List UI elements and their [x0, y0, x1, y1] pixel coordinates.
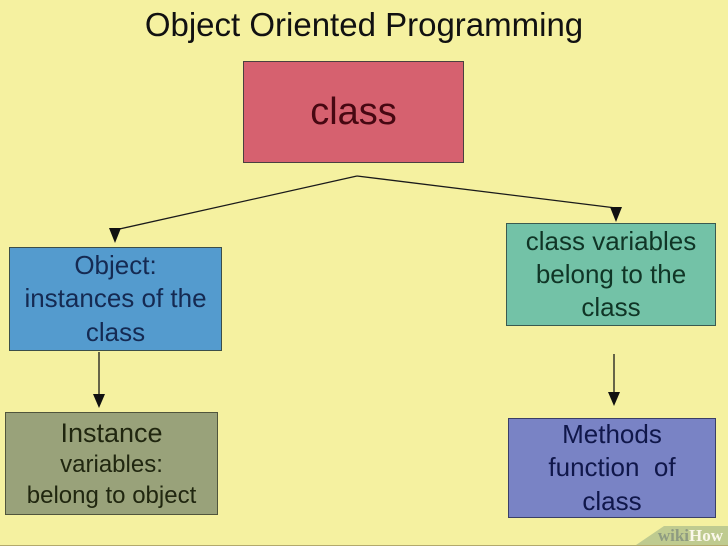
arrow-class-to-class-variables [356, 175, 622, 222]
node-methods-line-1: Methods [562, 419, 662, 450]
arrow-class-to-object [109, 175, 358, 243]
node-object-line-3: class [85, 316, 146, 347]
node-methods: Methods function of class [508, 418, 716, 518]
node-class-label: class [310, 90, 397, 133]
node-methods-line-3: class [582, 485, 642, 516]
node-class-variables-line-2: belong to the [535, 258, 687, 289]
node-methods-line-2: function of [548, 452, 676, 483]
arrow-class-variables-to-methods [608, 354, 620, 406]
node-instance-variables: Instance variables: belong to object [5, 412, 218, 515]
diagram-title: Object Oriented Programming [144, 6, 584, 43]
node-class-variables-line-3: class [581, 292, 641, 323]
node-instance-variables-line-3: belong to object [26, 481, 197, 509]
node-class-variables: class variables belong to the class [506, 223, 716, 326]
node-object: Object: instances of the class [9, 247, 222, 351]
wikihow-wiki-text: wiki [657, 526, 689, 545]
node-class: class [243, 61, 464, 163]
arrow-object-to-instance-variables [93, 352, 105, 408]
node-instance-variables-line-1: Instance [60, 417, 163, 448]
node-instance-variables-line-2: variables: [60, 451, 163, 479]
wikihow-how-text: How [689, 526, 723, 545]
node-object-line-2: instances of the [24, 283, 207, 314]
node-class-variables-line-1: class variables [525, 225, 697, 256]
node-object-line-1: Object: [74, 250, 157, 281]
